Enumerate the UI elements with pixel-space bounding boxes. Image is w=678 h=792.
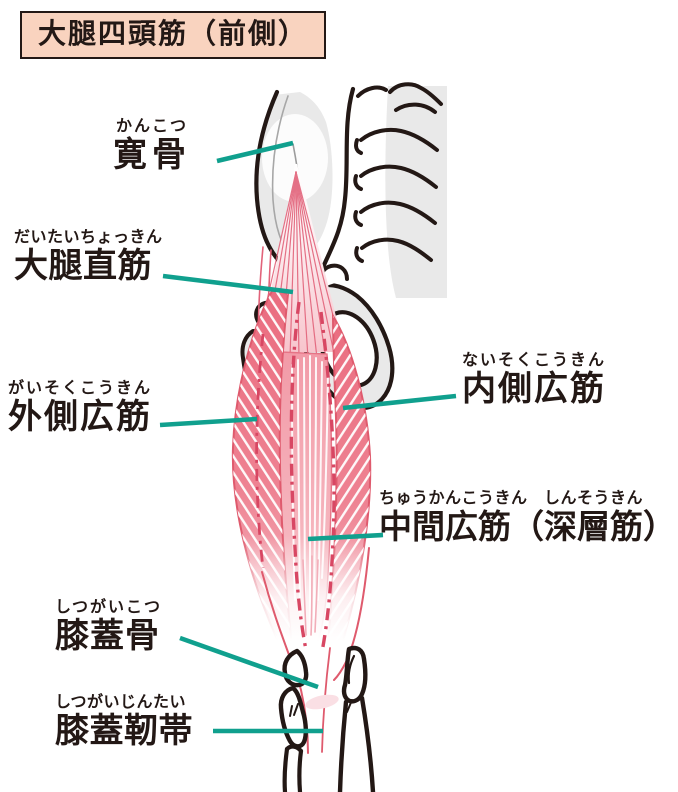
label-text: 外側広筋 xyxy=(8,398,152,436)
label-furigana: ちゅうかんこうきん しんそうきん xyxy=(379,490,644,507)
label-rectus-femoris: だいたいちょっきん 大腿直筋 xyxy=(14,229,163,285)
leader-line-patella xyxy=(179,635,319,690)
label-furigana: がいそくこうきん xyxy=(8,380,153,397)
leader-line-rectus-femoris xyxy=(162,273,294,295)
label-text: 膝蓋靭帯 xyxy=(55,712,193,750)
label-furigana: しつがいこつ xyxy=(55,599,163,616)
label-text: 大腿直筋 xyxy=(14,247,152,285)
label-furigana: かんこつ xyxy=(115,118,188,135)
leader-lines xyxy=(159,140,457,734)
label-patellar-ligament: しつがいじんたい 膝蓋靭帯 xyxy=(55,694,193,750)
leader-line-hip-bone xyxy=(216,140,294,164)
label-vastus-lateralis: がいそくこうきん 外側広筋 xyxy=(8,380,153,436)
leader-line-vastus-lateralis xyxy=(159,416,258,428)
title-box: 大腿四頭筋（前側） xyxy=(20,11,327,59)
dashed-lines xyxy=(255,301,336,653)
label-text: 膝蓋骨 xyxy=(55,617,160,655)
label-patella: しつがいこつ 膝蓋骨 xyxy=(55,599,163,655)
label-text: 内側広筋 xyxy=(462,370,606,408)
label-furigana: しつがいじんたい xyxy=(55,694,187,711)
label-furigana: ないそくこうきん xyxy=(462,352,607,369)
label-text: 寛骨 xyxy=(113,136,191,174)
label-furigana: だいたいちょっきん xyxy=(14,229,163,246)
leader-line-vastus-medialis xyxy=(342,393,457,411)
page-title: 大腿四頭筋（前側） xyxy=(38,18,309,49)
leader-line-vastus-intermedius xyxy=(307,532,384,542)
label-text: 中間広筋（深層筋） xyxy=(379,508,676,545)
label-vastus-intermedius: ちゅうかんこうきん しんそうきん 中間広筋（深層筋） xyxy=(379,490,676,545)
label-vastus-medialis: ないそくこうきん 内側広筋 xyxy=(462,352,607,408)
label-hip-bone: かんこつ 寛骨 xyxy=(92,118,212,174)
